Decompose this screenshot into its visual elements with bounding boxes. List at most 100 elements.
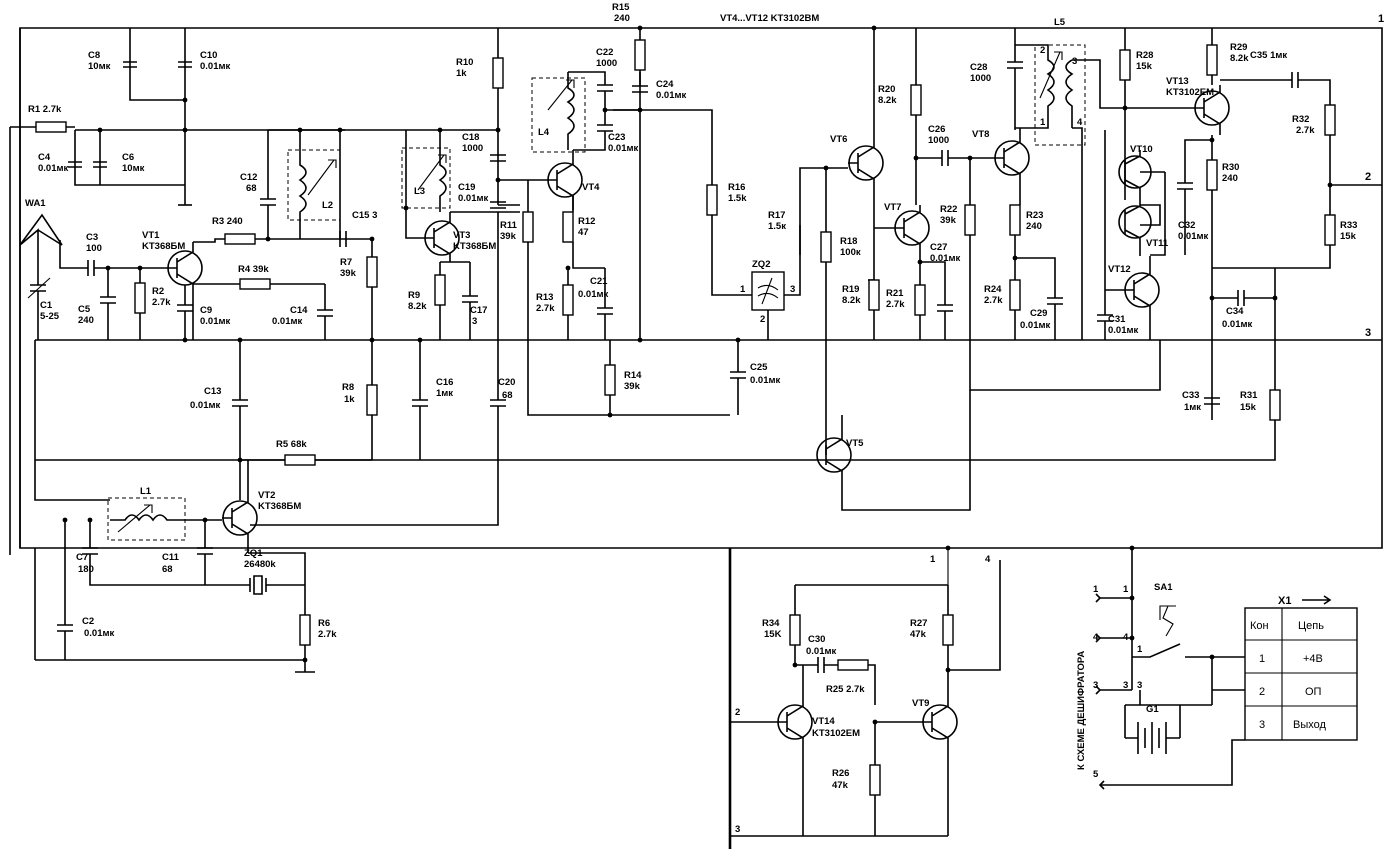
- r20-resistor: [910, 84, 922, 116]
- zq2-pin1: 1: [740, 284, 746, 295]
- conn-right-4: 4: [1123, 632, 1129, 643]
- c10-cap: [178, 61, 192, 68]
- r17-value: 1.5к: [768, 221, 786, 232]
- r24-label: R24: [984, 284, 1002, 295]
- r27-resistor: [942, 614, 954, 646]
- c11-value: 68: [162, 564, 173, 575]
- conn-right-1b: 1: [1137, 644, 1143, 655]
- c28-value: 1000: [970, 73, 991, 84]
- c9-value: 0.01мк: [200, 316, 231, 327]
- g1-battery: [1125, 722, 1180, 754]
- l5-pin4: 4: [1077, 117, 1083, 128]
- r13-resistor: [562, 284, 574, 316]
- c7-label: C7: [76, 552, 88, 563]
- r11-value: 39k: [500, 231, 517, 242]
- c1-label: C1: [40, 300, 53, 311]
- conn-right-1: 1: [1123, 584, 1129, 595]
- junction-dots: [62, 25, 1333, 725]
- c11-label: C11: [162, 552, 180, 563]
- sa1-switch[interactable]: [1132, 605, 1245, 658]
- r14-resistor: [604, 364, 616, 396]
- sub-node-4: 4: [985, 554, 991, 565]
- c21-value: 0.01мк: [578, 289, 609, 300]
- conn-left-5: 5: [1093, 769, 1099, 780]
- vt3-value: KT368БМ: [453, 241, 496, 252]
- c13-value: 0.01мк: [190, 400, 221, 411]
- c29-label: C29: [1030, 308, 1047, 319]
- conn-right-3: 3: [1123, 680, 1128, 691]
- r12-resistor: [562, 211, 574, 243]
- wa1-label: WA1: [25, 198, 46, 209]
- r26-label: R26: [832, 768, 849, 779]
- r6-value: 2.7k: [318, 629, 337, 640]
- c35-label: C35 1мк: [1250, 50, 1287, 61]
- r3-label: R3 240: [212, 216, 243, 227]
- r14-value: 39k: [624, 381, 641, 392]
- r31-label: R31: [1240, 390, 1258, 401]
- r33-value: 15k: [1340, 231, 1357, 242]
- x1-header-circuit: Цепь: [1298, 620, 1324, 632]
- r16-resistor: [706, 184, 718, 216]
- r16-label: R16: [728, 182, 745, 193]
- r34-value: 15K: [764, 629, 782, 640]
- r20-value: 8.2k: [878, 95, 897, 106]
- r26-resistor: [869, 764, 881, 796]
- g1-label: G1: [1146, 704, 1159, 715]
- r4-label: R4 39k: [238, 264, 269, 275]
- r32-value: 2.7k: [1296, 125, 1315, 136]
- r1-resistor: [35, 121, 67, 133]
- r21-resistor: [914, 284, 926, 316]
- r15-label: R15: [612, 2, 630, 13]
- vt4-transistor: [547, 150, 583, 210]
- node-2-right: 2: [1365, 171, 1371, 183]
- r31-value: 15k: [1240, 402, 1257, 413]
- r5-resistor: [284, 454, 316, 466]
- vt13-label: VT13: [1166, 76, 1189, 87]
- c8-cap: [123, 61, 137, 68]
- r21-label: R21: [886, 288, 904, 299]
- conn-left-1: 1: [1093, 584, 1099, 595]
- r28-resistor: [1119, 49, 1131, 81]
- r28-value: 15k: [1136, 61, 1153, 72]
- l5-label: L5: [1054, 17, 1066, 28]
- c21-label: C21: [590, 276, 608, 287]
- decoder-side-label: К СХЕМЕ ДЕШИФРАТОРА: [1076, 651, 1087, 770]
- sub-node-3: 3: [735, 824, 740, 835]
- c27-value: 0.01мк: [930, 253, 961, 264]
- r9-value: 8.2k: [408, 301, 427, 312]
- vt8-label: VT8: [972, 129, 989, 140]
- zq2-label: ZQ2: [752, 259, 770, 270]
- vt7-label: VT7: [884, 202, 901, 213]
- r19-label: R19: [842, 284, 859, 295]
- r13-label: R13: [536, 292, 553, 303]
- vt14-label: VT14: [812, 716, 835, 727]
- zq2-pin2: 2: [760, 314, 765, 325]
- r27-label: R27: [910, 618, 927, 629]
- zq1-value: 26480k: [244, 559, 276, 570]
- vt14-value: KT3102EM: [812, 728, 860, 739]
- vt1-label: VT1: [142, 230, 160, 241]
- r28-label: R28: [1136, 50, 1153, 61]
- r27-value: 47k: [910, 629, 927, 640]
- vt12-label: VT12: [1108, 264, 1131, 275]
- c20-value: 68: [502, 390, 513, 401]
- vt5-transistor: [816, 390, 971, 511]
- c17-label: C17: [470, 305, 487, 316]
- c30-label: C30: [808, 634, 825, 645]
- vt1-transistor: [165, 242, 203, 340]
- c32-value: 0.01мк: [1178, 231, 1209, 242]
- c29-value: 0.01мк: [1020, 320, 1051, 331]
- vt1-value: KT368БМ: [142, 241, 185, 252]
- c9-label: C9: [200, 305, 212, 316]
- node-1-top: 1: [1378, 13, 1384, 25]
- r29-value: 8.2k: [1230, 53, 1249, 64]
- c34-label: C34: [1226, 306, 1244, 317]
- r15-value: 240: [614, 13, 630, 24]
- l5-pin3: 3: [1072, 56, 1077, 67]
- x1-row3-net: Выход: [1293, 719, 1326, 731]
- c18-value: 1000: [462, 143, 483, 154]
- r15-resistor: [634, 39, 646, 71]
- c7-value: 180: [78, 564, 94, 575]
- c30-value: 0.01мк: [806, 646, 837, 657]
- c20-label: C20: [498, 377, 515, 388]
